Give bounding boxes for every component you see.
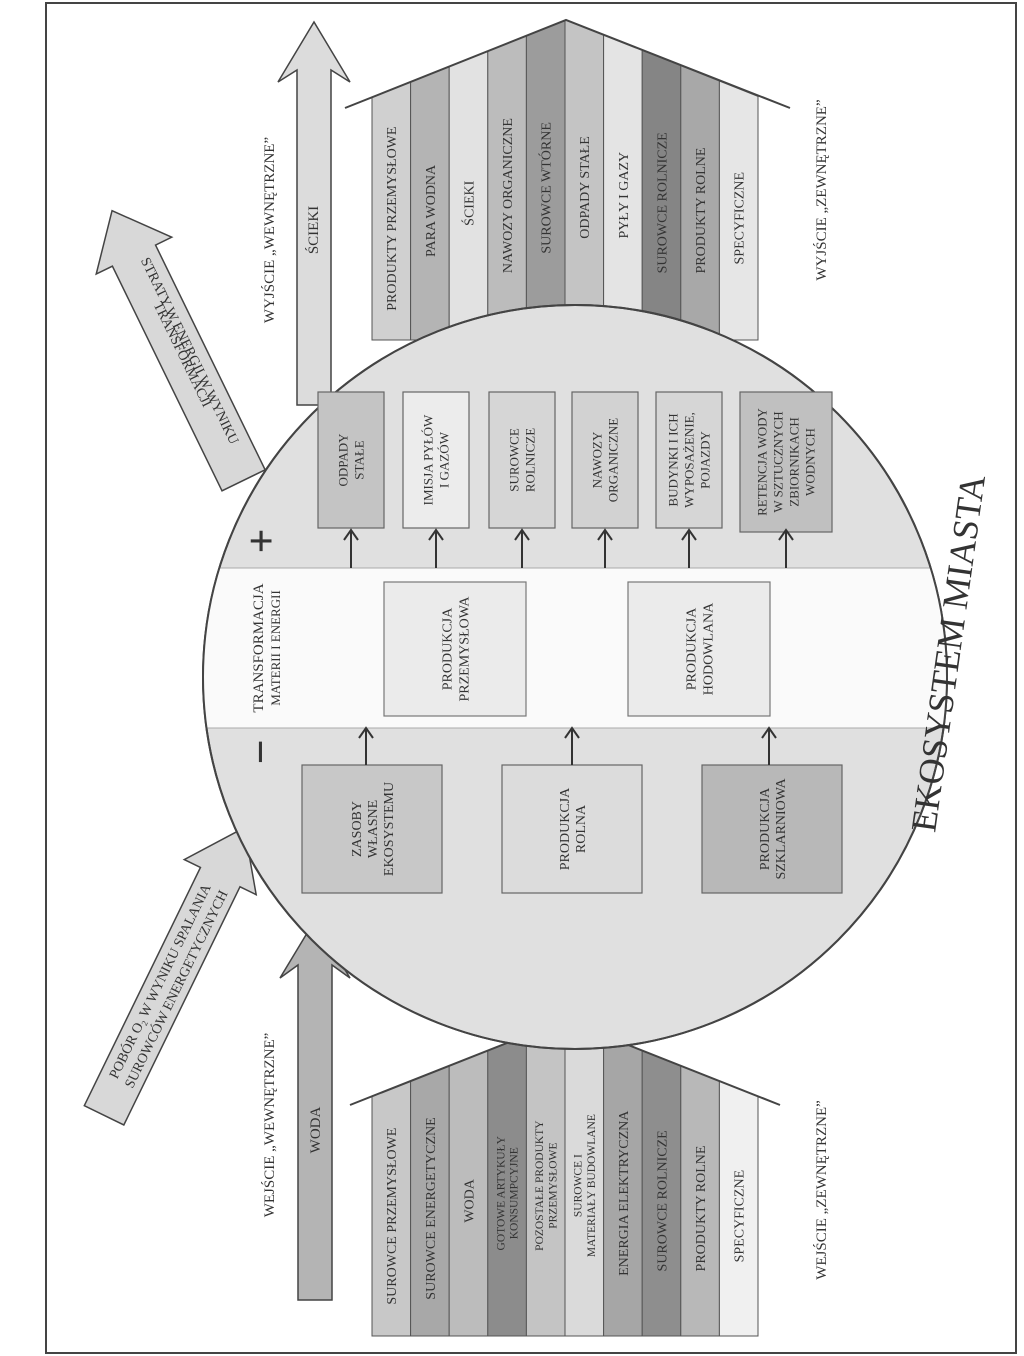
input-stripe-label-line1: PRODUKTY ROLNE xyxy=(694,1146,709,1272)
source-box-label: ROLNA xyxy=(574,804,589,853)
transformation-box xyxy=(383,581,527,717)
output-stripe-label-line1: NAWOZY ORGANICZNE xyxy=(501,118,516,273)
sewage-label: ŚCIEKI xyxy=(305,206,322,254)
output-stripe-label-line1: SPECYFICZNE xyxy=(733,172,748,265)
external-output-fan: PRODUKTY PRZEMYSŁOWE PARA WODNA ŚCIEKI NAWO… xyxy=(344,18,791,341)
transformation-box-label: PRZEMYSŁOWA xyxy=(458,596,473,702)
source-box-label: PRODUKCJA xyxy=(558,787,573,870)
result-box-label: SUROWCE xyxy=(507,428,522,492)
result-box-label: IMISJA PYŁÓW xyxy=(421,414,436,505)
transformation-box-label: PRODUKCJA xyxy=(685,607,700,690)
sewage-output-arrow: ŚCIEKI xyxy=(277,20,351,406)
result-box-label: RETENCJA WODY xyxy=(755,408,770,516)
internal-input-label: WEJŚCIE „WEWNĘTRZNE” xyxy=(261,1033,278,1218)
result-box xyxy=(655,391,723,529)
result-box xyxy=(571,391,639,529)
output-stripe-label-line1: ODPADY STAŁE xyxy=(578,136,593,238)
flow-arrowhead xyxy=(514,528,530,541)
source-box xyxy=(501,764,643,894)
output-stripe-label-line1: PRODUKTY PRZEMYSŁOWE xyxy=(385,127,400,311)
transformation-label-line1: TRANSFORMACJA xyxy=(251,583,267,712)
result-box-label: ODPADY xyxy=(336,433,351,487)
internal-output-label: WYJŚCIE „WEWNĘTRZNE” xyxy=(261,137,278,323)
result-box-label: ZBIORNIKACH xyxy=(787,417,802,507)
source-box-label: ZASOBY xyxy=(350,801,365,857)
flow-arrowhead xyxy=(343,528,359,541)
water-label: WODA xyxy=(308,1107,324,1154)
output-stripe-label-line1: SUROWCE WTÓRNE xyxy=(538,122,555,254)
source-box-label: SZKLARNIOWA xyxy=(774,778,789,880)
result-box-label: WODNYCH xyxy=(803,428,818,496)
result-box-label: BUDYNKI I ICH xyxy=(666,413,681,506)
result-box-label: STAŁE xyxy=(352,440,367,479)
result-box xyxy=(488,391,556,529)
external-input-fan: SUROWCE PRZEMYSŁOWE SUROWCE ENERGETYCZNE W… xyxy=(349,1018,781,1337)
external-output-label: WYJŚCIE „ZEWNĘTRZNE” xyxy=(813,99,830,280)
result-box-label: ROLNICZE xyxy=(523,428,538,492)
transformation-box xyxy=(627,581,771,717)
result-box-label: I GAZÓW xyxy=(437,431,452,488)
result-box-label: ORGANICZNE xyxy=(606,418,621,503)
output-stripe-label-line1: PRODUKTY ROLNE xyxy=(694,148,709,274)
flow-arrowhead xyxy=(358,726,374,739)
result-box xyxy=(402,391,470,529)
source-box xyxy=(701,764,843,894)
result-box xyxy=(739,391,833,533)
input-stripe-label-line1: SUROWCE I xyxy=(573,1154,585,1217)
external-input-label: WEJŚCIE „ZEWNĘTRZNE” xyxy=(813,1100,830,1280)
flow-arrowhead xyxy=(761,726,777,739)
source-box-label: PRODUKCJA xyxy=(758,787,773,870)
input-stripe-label-line1: SPECYFICZNE xyxy=(733,1170,748,1263)
output-stripe-label-line1: PARA WODNA xyxy=(424,164,439,257)
result-box-label: NAWOZY xyxy=(590,431,605,488)
flow-arrowhead xyxy=(428,528,444,541)
input-stripe-label-line2: MATERIAŁY BUDOWLANE xyxy=(586,1114,598,1257)
minus-sign: − xyxy=(236,739,285,764)
transformation-box-label: PRODUKCJA xyxy=(441,607,456,690)
input-stripe-label-line2: PRZEMYSŁOWE xyxy=(547,1143,559,1229)
input-stripe-label-line1: SUROWCE ENERGETYCZNE xyxy=(424,1117,439,1299)
input-stripe-label-line2: KONSUMPCYJNE xyxy=(509,1147,521,1239)
result-box-label: WYPOSAŻENIE, xyxy=(682,412,697,508)
output-stripe-label-line1: ŚCIEKI xyxy=(460,180,477,225)
plus-sign: + xyxy=(237,528,286,553)
flow-arrowhead xyxy=(597,528,613,541)
transformation-band xyxy=(203,568,947,728)
transformation-label-line2: MATERII I ENERGII xyxy=(268,590,283,706)
result-box-label: POJAZDY xyxy=(698,431,713,489)
input-stripe-label-line1: WODA xyxy=(462,1178,477,1222)
flow-arrowhead xyxy=(564,726,580,739)
input-stripe-label-line1: GOTOWE ARTYKUŁY xyxy=(496,1135,508,1250)
output-fan-outline xyxy=(344,18,791,109)
flow-arrowhead xyxy=(681,528,697,541)
input-stripe-label-line1: SUROWCE PRZEMYSŁOWE xyxy=(385,1128,400,1305)
input-stripe-label-line1: POZOSTAŁE PRODUKTY xyxy=(534,1120,546,1251)
input-stripe-label-line1: ENERGIA ELEKTRYCZNA xyxy=(617,1110,632,1276)
output-stripe-label-line1: PYŁY I GAZY xyxy=(617,152,632,239)
result-box xyxy=(317,391,385,529)
source-box-label: EKOSYSTEMU xyxy=(382,782,397,876)
flow-arrowhead xyxy=(778,528,794,541)
output-stripe-label-line1: SUROWCE ROLNICZE xyxy=(655,132,670,273)
transformation-box-label: HODOWLANA xyxy=(702,602,717,695)
result-box-label: W SZTUCZNYCH xyxy=(771,411,786,512)
source-box-label: WŁASNE xyxy=(366,800,381,858)
source-box xyxy=(301,764,443,894)
input-stripe-label-line1: SUROWCE ROLNICZE xyxy=(655,1130,670,1271)
